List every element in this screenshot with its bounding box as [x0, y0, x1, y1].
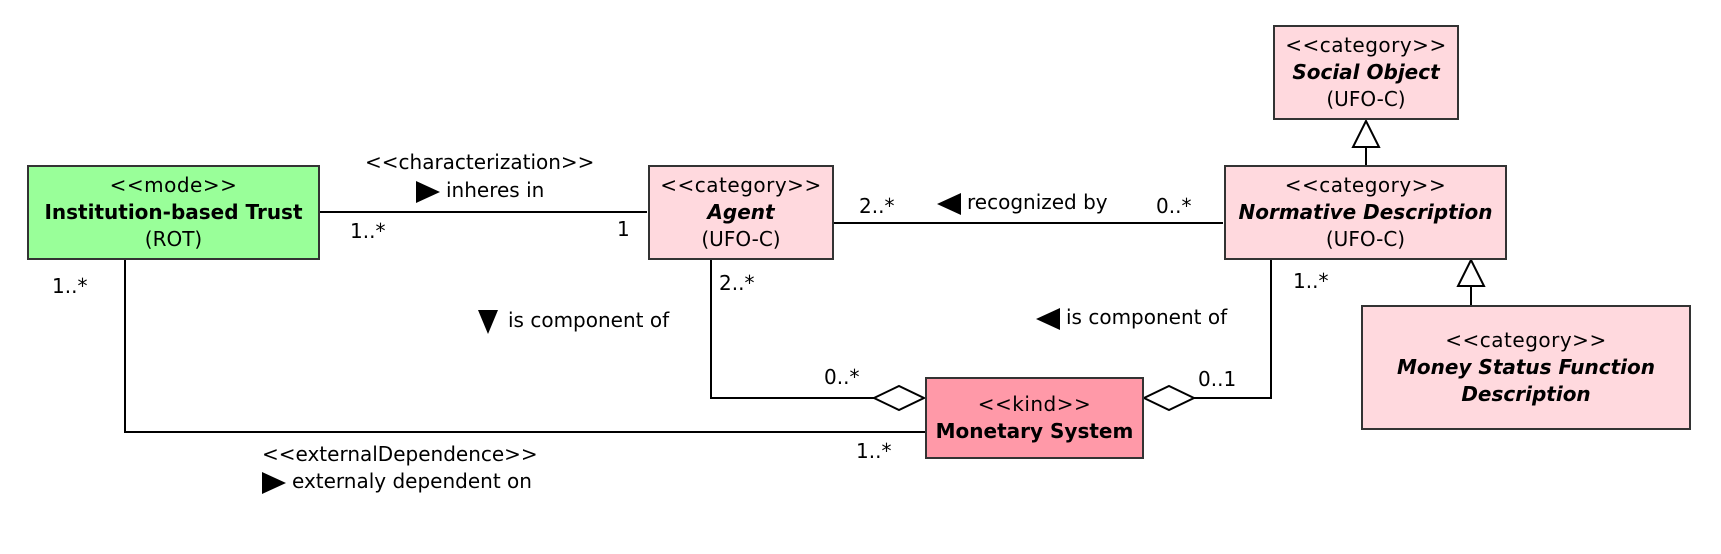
multiplicity-label: 1 — [617, 217, 630, 241]
multiplicity-label: 0..* — [824, 365, 860, 389]
stereotype-label: <<category>> — [1284, 173, 1447, 197]
agent-component-text: is component of — [508, 308, 670, 332]
direction-right-icon — [262, 471, 286, 494]
agent-component-line — [710, 260, 874, 399]
direction-right-icon — [416, 180, 440, 203]
generalization-arrow-money — [1456, 257, 1486, 287]
class-name: Monetary System — [935, 419, 1134, 443]
class-source: (UFO-C) — [701, 227, 781, 251]
multiplicity-label: 1..* — [1293, 269, 1329, 293]
agent-component-label: is component of — [478, 308, 669, 334]
class-monetary-system[interactable]: <<kind>> Monetary System — [925, 377, 1144, 459]
external-dependence-label: externaly dependent on — [262, 469, 532, 494]
stereotype-label: <<category>> — [1445, 328, 1607, 352]
agent-aggregation-diamond — [871, 384, 927, 412]
norm-component-text: is component of — [1066, 305, 1228, 329]
multiplicity-label: 1..* — [856, 439, 892, 463]
stereotype-label: <<category>> — [660, 173, 822, 197]
norm-aggregation-diamond — [1141, 384, 1197, 412]
direction-down-icon — [478, 309, 498, 334]
class-name-line2: Description — [1461, 382, 1591, 406]
external-dependence-line — [124, 260, 925, 433]
multiplicity-label: 1..* — [350, 219, 386, 243]
multiplicity-label: 0..1 — [1198, 367, 1237, 391]
class-name: Institution-based Trust — [44, 200, 303, 224]
class-source: (UFO-C) — [1326, 87, 1406, 111]
generalization-arrow-social — [1351, 118, 1381, 148]
inheres-in-text: inheres in — [446, 178, 545, 202]
class-money-status-function-description[interactable]: <<category>> Money Status Function Descr… — [1361, 305, 1691, 430]
inheres-in-label: inheres in — [416, 178, 544, 203]
recognized-by-text: recognized by — [967, 190, 1108, 214]
stereotype-label: <<category>> — [1285, 33, 1447, 57]
external-dependence-stereotype: <<externalDependence>> — [262, 442, 538, 466]
class-name: Normative Description — [1238, 200, 1493, 224]
class-social-object[interactable]: <<category>> Social Object (UFO-C) — [1273, 25, 1459, 120]
direction-left-icon — [1036, 307, 1060, 330]
multiplicity-label: 2..* — [719, 271, 755, 295]
norm-component-label: is component of — [1036, 305, 1227, 330]
class-agent[interactable]: <<category>> Agent (UFO-C) — [648, 165, 834, 260]
class-name: Agent — [707, 200, 775, 224]
external-dependence-text: externaly dependent on — [292, 469, 532, 493]
direction-left-icon — [937, 192, 961, 215]
stereotype-label: <<kind>> — [977, 392, 1092, 416]
characterization-stereotype: <<characterization>> — [365, 150, 595, 174]
multiplicity-label: 0..* — [1156, 194, 1192, 218]
class-source: (UFO-C) — [1325, 227, 1406, 251]
stereotype-label: <<mode>> — [109, 173, 238, 197]
class-name: Social Object — [1292, 60, 1440, 84]
class-source: (ROT) — [144, 227, 203, 251]
class-normative-description[interactable]: <<category>> Normative Description (UFO-… — [1224, 165, 1507, 260]
multiplicity-label: 1..* — [52, 274, 88, 298]
norm-component-line — [1194, 260, 1272, 399]
recognized-by-label: recognized by — [937, 190, 1108, 215]
class-institution-based-trust[interactable]: <<mode>> Institution-based Trust (ROT) — [27, 165, 320, 260]
multiplicity-label: 2..* — [859, 194, 895, 218]
class-name-line1: Money Status Function — [1396, 355, 1656, 379]
